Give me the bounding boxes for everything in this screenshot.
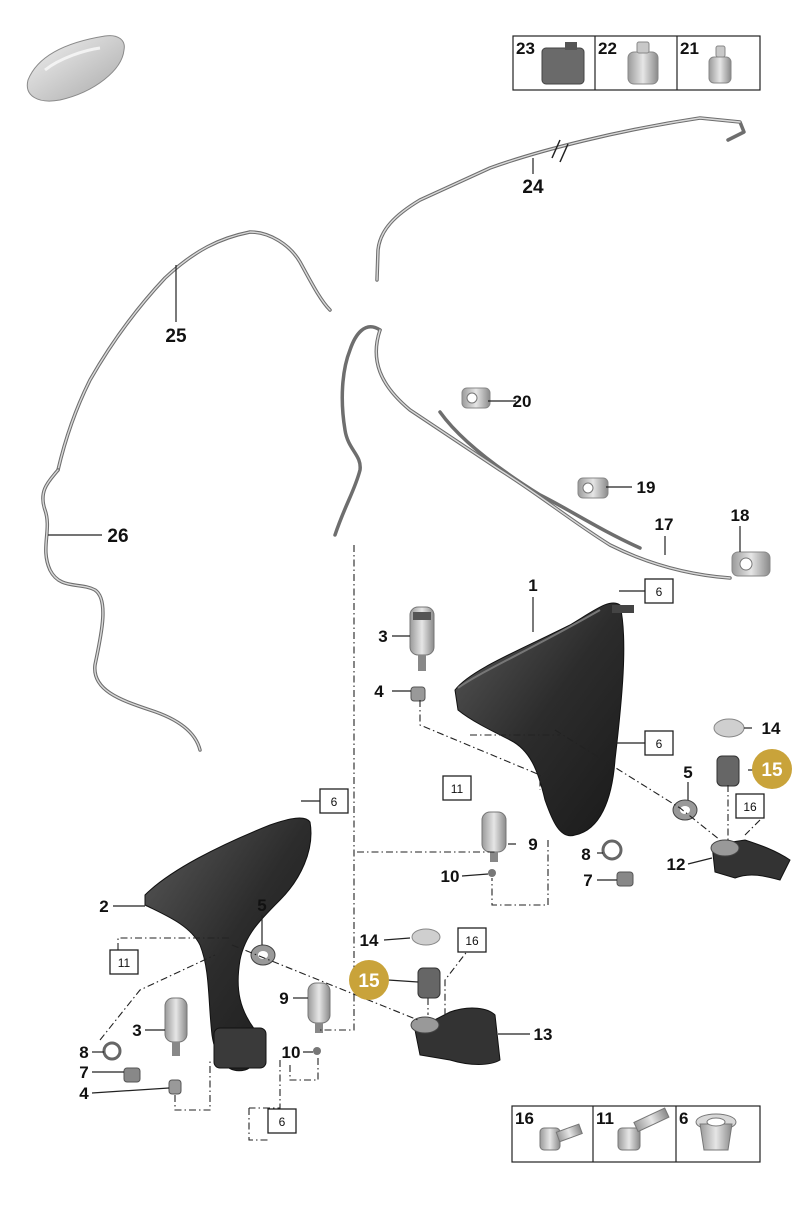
vehicle-thumbnail (26, 35, 125, 102)
bolt-16-icon (539, 1123, 583, 1151)
callout-3-a: 3 (378, 627, 387, 646)
callout-16-a: 16 (743, 800, 757, 814)
reservoir-1 (454, 602, 634, 837)
callout-10-b: 10 (282, 1043, 301, 1062)
highlight-15-upper-badge[interactable] (752, 749, 792, 789)
nozzle-19 (577, 477, 609, 499)
callout-26: 26 (107, 526, 128, 547)
callout-14-b: 14 (360, 931, 379, 950)
reservoir-2 (144, 817, 312, 1072)
bottom-table-cell-16: 16 (515, 1109, 534, 1128)
callout-20: 20 (513, 392, 532, 411)
bottom-parts-table: 16 11 6 (511, 1105, 761, 1163)
callout-3-b: 3 (132, 1021, 141, 1040)
callout-1: 1 (528, 576, 537, 595)
callout-15-b: 15 (358, 971, 380, 992)
top-table-cell-22: 22 (598, 39, 617, 58)
top-table-cell-21: 21 (680, 39, 699, 58)
leader-lines (48, 158, 758, 1094)
grommet-5-lower (250, 944, 276, 966)
callout-18: 18 (731, 506, 750, 525)
callout-11-a: 11 (451, 782, 464, 796)
nozzle-20 (461, 387, 491, 409)
filter-15-lower (417, 967, 441, 999)
bottle-large-icon (627, 41, 659, 85)
callout-16-b: 16 (465, 934, 479, 948)
callout-19: 19 (637, 478, 656, 497)
sensor-7-lower (123, 1067, 141, 1083)
hose-17 (333, 325, 732, 580)
sensor-7-upper (616, 871, 634, 887)
canister-icon (541, 42, 585, 85)
pump-9-lower (307, 982, 331, 1033)
callout-17: 17 (655, 515, 674, 534)
number-callouts: 1 2 3 3 4 4 5 5 7 7 8 8 9 9 10 10 12 13 … (79, 177, 781, 1103)
callout-7-b: 7 (79, 1063, 88, 1082)
grommet-5-upper (672, 799, 698, 821)
clip-10-upper (488, 869, 496, 877)
clip-10-lower (313, 1047, 321, 1055)
callout-15-a: 15 (761, 760, 783, 781)
callout-12: 12 (667, 855, 686, 874)
seal-8-upper (601, 839, 623, 861)
hose-24 (375, 116, 746, 282)
callout-2: 2 (99, 897, 108, 916)
bolt-11-icon (617, 1107, 670, 1151)
callout-4-b: 4 (79, 1084, 89, 1103)
callout-13: 13 (534, 1025, 553, 1044)
bottle-small-icon (708, 45, 732, 84)
grommet-6-icon (695, 1113, 737, 1151)
callout-6-a: 6 (656, 585, 663, 599)
callout-5-b: 5 (257, 896, 266, 915)
callout-8-a: 8 (581, 845, 590, 864)
callout-25: 25 (165, 326, 187, 347)
nozzle-18 (731, 551, 771, 577)
boxed-callouts: 6 6 6 6 11 11 16 16 (109, 578, 765, 1134)
callout-9-b: 9 (279, 989, 288, 1008)
callout-9-a: 9 (528, 835, 537, 854)
filter-15-upper (716, 755, 740, 787)
callout-6-d: 6 (279, 1115, 286, 1129)
bottom-table-cell-11: 11 (596, 1109, 614, 1128)
guide-lines (99, 545, 761, 1141)
bottom-table-cell-6: 6 (679, 1109, 688, 1128)
grommet-4-upper (410, 686, 426, 702)
callout-6-c: 6 (331, 795, 338, 809)
seal-8-lower (102, 1041, 122, 1061)
hose-26 (41, 468, 202, 752)
hose-25 (56, 230, 332, 472)
callout-8-b: 8 (79, 1043, 88, 1062)
top-parts-table: 23 22 21 (512, 35, 761, 91)
callout-24: 24 (522, 177, 544, 198)
filler-neck-12 (710, 839, 791, 881)
top-table-cell-23: 23 (516, 39, 535, 58)
pump-3-lower (164, 997, 188, 1056)
callout-4-a: 4 (374, 682, 384, 701)
callout-11-b: 11 (118, 956, 131, 970)
highlight-callouts: 15 15 (349, 749, 792, 1000)
callout-14-a: 14 (762, 719, 781, 738)
filler-neck-13 (410, 1007, 501, 1065)
cap-14-upper (713, 718, 745, 738)
pump-3-upper (409, 606, 435, 671)
cap-14-lower (411, 928, 441, 946)
callout-10-a: 10 (441, 867, 460, 886)
pump-9-upper (481, 811, 507, 862)
grommet-4-lower (168, 1079, 182, 1095)
callout-7-a: 7 (583, 871, 592, 890)
callout-6-b: 6 (656, 737, 663, 751)
callout-5-a: 5 (683, 763, 692, 782)
highlight-15-lower-badge[interactable] (349, 960, 389, 1000)
